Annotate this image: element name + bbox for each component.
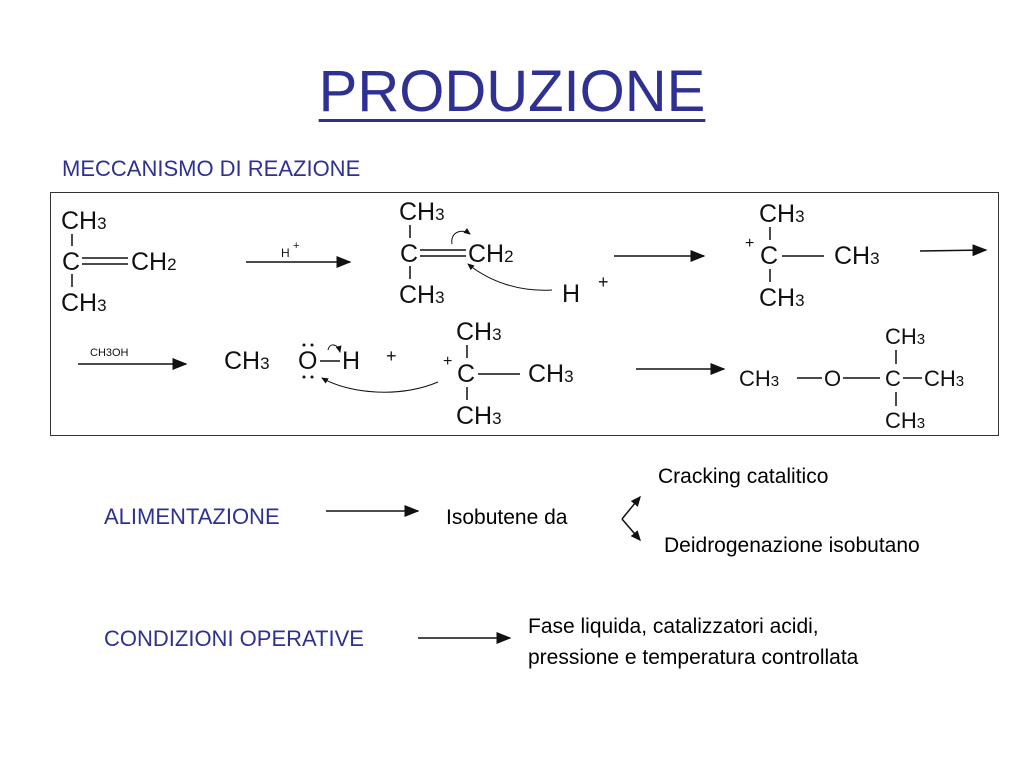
mechanism-heading: MECCANISMO DI REAZIONE	[62, 156, 361, 181]
svg-text:+: +	[443, 353, 452, 370]
conditions-label: CONDIZIONI OPERATIVE	[104, 626, 364, 651]
svg-text:CH3: CH3	[528, 360, 574, 388]
svg-text:C: C	[457, 360, 475, 388]
arrow-continue	[919, 244, 988, 257]
svg-text:+: +	[293, 240, 299, 252]
svg-text:+: +	[745, 235, 754, 252]
conditions-line-2: pressione e temperatura controllata	[528, 646, 859, 669]
tert-butyl-carbocation-2: CH3 + C CH3 CH3	[321, 318, 574, 430]
svg-text:H: H	[562, 280, 580, 308]
feed-option-dehydrogenation: Deidrogenazione isobutano	[664, 534, 920, 557]
svg-text:CH3: CH3	[739, 366, 779, 391]
svg-text:H: H	[342, 347, 360, 375]
svg-text:CH3: CH3	[61, 207, 107, 235]
mtbe-molecule: CH3 O C CH3 CH3 CH3	[739, 324, 964, 433]
svg-text:CH3OH: CH3OH	[90, 347, 129, 359]
svg-text:CH3: CH3	[885, 324, 925, 349]
arrow-feed-option-1	[621, 495, 641, 520]
tert-butyl-carbocation: CH3 + C CH3 CH3	[745, 200, 880, 312]
svg-text:CH3: CH3	[759, 284, 805, 312]
svg-text:CH3: CH3	[399, 198, 445, 226]
svg-text:CH2: CH2	[131, 248, 177, 276]
svg-text:CH2: CH2	[468, 240, 514, 268]
arrow-protonation: H +	[246, 240, 352, 268]
svg-text:+: +	[386, 346, 397, 366]
methanol-molecule: CH3 O H +	[224, 343, 397, 379]
svg-text:C: C	[400, 240, 418, 268]
svg-text:C: C	[885, 366, 901, 391]
svg-text:CH3: CH3	[885, 408, 925, 433]
svg-text:CH3: CH3	[924, 366, 964, 391]
feed-option-cracking: Cracking catalitico	[658, 465, 829, 488]
svg-text:C: C	[62, 248, 80, 276]
isobutene-attack-molecule: CH3 C CH2 CH3 H +	[399, 198, 609, 309]
svg-text:CH3: CH3	[759, 200, 805, 228]
conditions-line-1: Fase liquida, catalizzatori acidi,	[528, 615, 819, 638]
svg-text:O: O	[298, 347, 317, 375]
arrow-feed-option-2	[621, 518, 641, 542]
svg-text:+: +	[598, 272, 609, 292]
feed-label: ALIMENTAZIONE	[104, 504, 280, 529]
svg-text:H: H	[281, 246, 290, 260]
svg-text:CH3: CH3	[834, 242, 880, 270]
feed-source: Isobutene da	[446, 506, 568, 529]
svg-text:CH3: CH3	[456, 318, 502, 346]
svg-text:CH3: CH3	[456, 402, 502, 430]
reaction-mechanism-box	[50, 192, 999, 436]
page-title: PRODUZIONE	[318, 59, 706, 124]
svg-text:O: O	[824, 366, 841, 391]
isobutene-molecule: CH3 C CH2 CH3	[61, 207, 177, 317]
svg-text:C: C	[760, 242, 778, 270]
svg-text:CH3: CH3	[61, 289, 107, 317]
svg-text:CH3: CH3	[224, 347, 270, 375]
svg-text:CH3: CH3	[399, 281, 445, 309]
arrow-methanol: CH3OH	[78, 347, 188, 370]
